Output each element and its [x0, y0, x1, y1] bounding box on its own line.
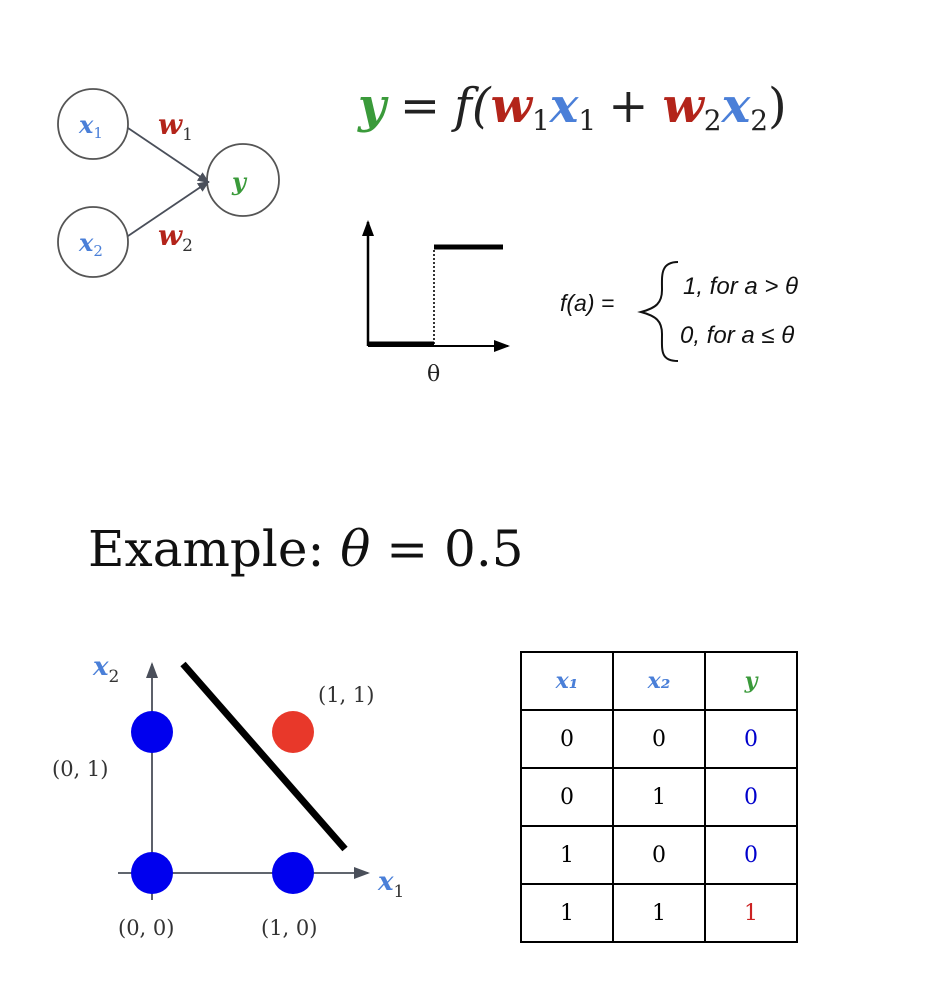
- example-caption: Example: θ = 0.5: [88, 520, 524, 578]
- table-row: 0 1 0: [520, 767, 798, 827]
- case-2: 0, for a ≤ θ: [680, 322, 794, 349]
- cell-x1: 0: [520, 767, 614, 827]
- point-label-1-0: (1, 0): [261, 916, 317, 940]
- f-of-a-label: f(a) =: [560, 290, 614, 316]
- perceptron-equation: y=f(w1x1+w2x2): [357, 78, 787, 137]
- decision-boundary: [180, 661, 348, 852]
- data-point-0-0: [131, 852, 173, 894]
- node-x1-label: x1: [78, 110, 103, 142]
- table-row: 1 0 0: [520, 825, 798, 885]
- step-function-graph: θ: [362, 220, 510, 387]
- point-label-1-1: (1, 1): [318, 683, 374, 707]
- point-label-0-0: (0, 0): [118, 916, 174, 940]
- cell-x1: 1: [520, 825, 614, 885]
- decision-plot: x2 x1 (0, 0) (1, 0) (0, 1) (1, 1): [52, 652, 404, 940]
- truth-table-header: x₁ x₂ y: [520, 651, 798, 711]
- cell-x1: 0: [520, 709, 614, 769]
- input-node-x2: [57, 206, 129, 278]
- plot-x-axis-label: x1: [377, 867, 404, 902]
- cell-y: 0: [704, 825, 798, 885]
- case-1: 1, for a > θ: [683, 273, 798, 300]
- cell-x2: 0: [612, 709, 706, 769]
- weight-w2-label: w2: [158, 219, 193, 256]
- table-row: 0 0 0: [520, 709, 798, 769]
- header-x1: x₁: [520, 651, 614, 711]
- data-point-0-1: [131, 711, 173, 753]
- table-row: 1 1 1: [520, 883, 798, 943]
- node-x2-label: x2: [78, 228, 103, 260]
- header-x2: x₂: [612, 651, 706, 711]
- cell-x2: 1: [612, 767, 706, 827]
- edge-x2-y: [127, 180, 210, 237]
- data-point-1-1: [272, 711, 314, 753]
- step-theta-label: θ: [427, 362, 440, 387]
- cell-x2: 0: [612, 825, 706, 885]
- point-label-0-1: (0, 1): [52, 757, 108, 781]
- weight-w1-label: w1: [158, 108, 193, 145]
- edge-x1-y: [127, 127, 210, 184]
- activation-definition: f(a) = 1, for a > θ 0, for a ≤ θ: [560, 261, 798, 362]
- data-points: (0, 0) (1, 0) (0, 1) (1, 1): [52, 683, 374, 940]
- cell-x1: 1: [520, 883, 614, 943]
- data-point-1-0: [272, 852, 314, 894]
- plot-y-axis-label: x2: [92, 652, 119, 687]
- cell-y: 0: [704, 767, 798, 827]
- truth-table: x₁ x₂ y 0 0 0 0 1 0 1 0 0 1 1 1: [520, 651, 798, 943]
- brace: [637, 261, 679, 362]
- cell-x2: 1: [612, 883, 706, 943]
- cell-y: 1: [704, 883, 798, 943]
- input-node-x1: [57, 88, 129, 160]
- perceptron-network: x1 x2 y w1 w2: [57, 88, 280, 278]
- header-y: y: [704, 651, 798, 711]
- cell-y: 0: [704, 709, 798, 769]
- node-y-label: y: [231, 167, 248, 196]
